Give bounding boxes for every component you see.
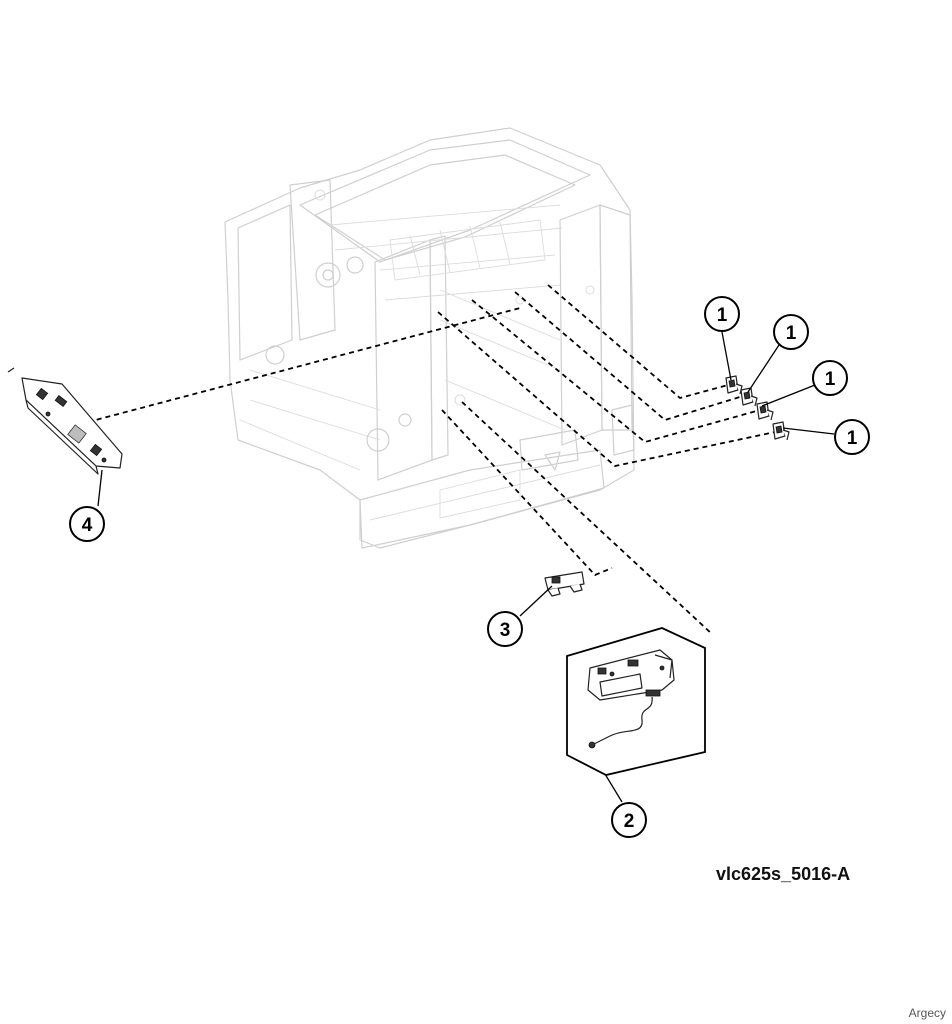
sensor-part-1a [725, 375, 743, 395]
callout-1b: 1 [773, 314, 809, 350]
svg-text:1: 1 [825, 369, 836, 390]
svg-text:1: 1 [717, 305, 728, 326]
callout-2: 2 [611, 802, 647, 838]
svg-text:1: 1 [847, 428, 858, 449]
callout-4: 4 [69, 506, 105, 542]
svg-text:2: 2 [624, 811, 635, 832]
bracket-part [544, 571, 585, 597]
svg-text:1: 1 [786, 323, 797, 344]
control-board-part [7, 367, 123, 475]
sensor-part-1b [740, 387, 758, 407]
callout-1d: 1 [834, 419, 870, 455]
printer-frame-ghost [224, 127, 635, 549]
svg-text:4: 4 [82, 515, 93, 536]
callout-3: 3 [487, 611, 523, 647]
sensor-assembly-inset [566, 627, 706, 776]
watermark: Argecy [908, 1006, 946, 1020]
callout-1a: 1 [704, 296, 740, 332]
callout-leaders [97, 331, 835, 803]
leader-lines [87, 284, 776, 635]
figure-id-label: vlc625s_5016-A [716, 864, 851, 884]
callout-1c: 1 [812, 360, 848, 396]
sensor-part-1d [772, 421, 790, 441]
svg-text:3: 3 [500, 620, 511, 641]
sensor-part-1c [756, 401, 774, 421]
